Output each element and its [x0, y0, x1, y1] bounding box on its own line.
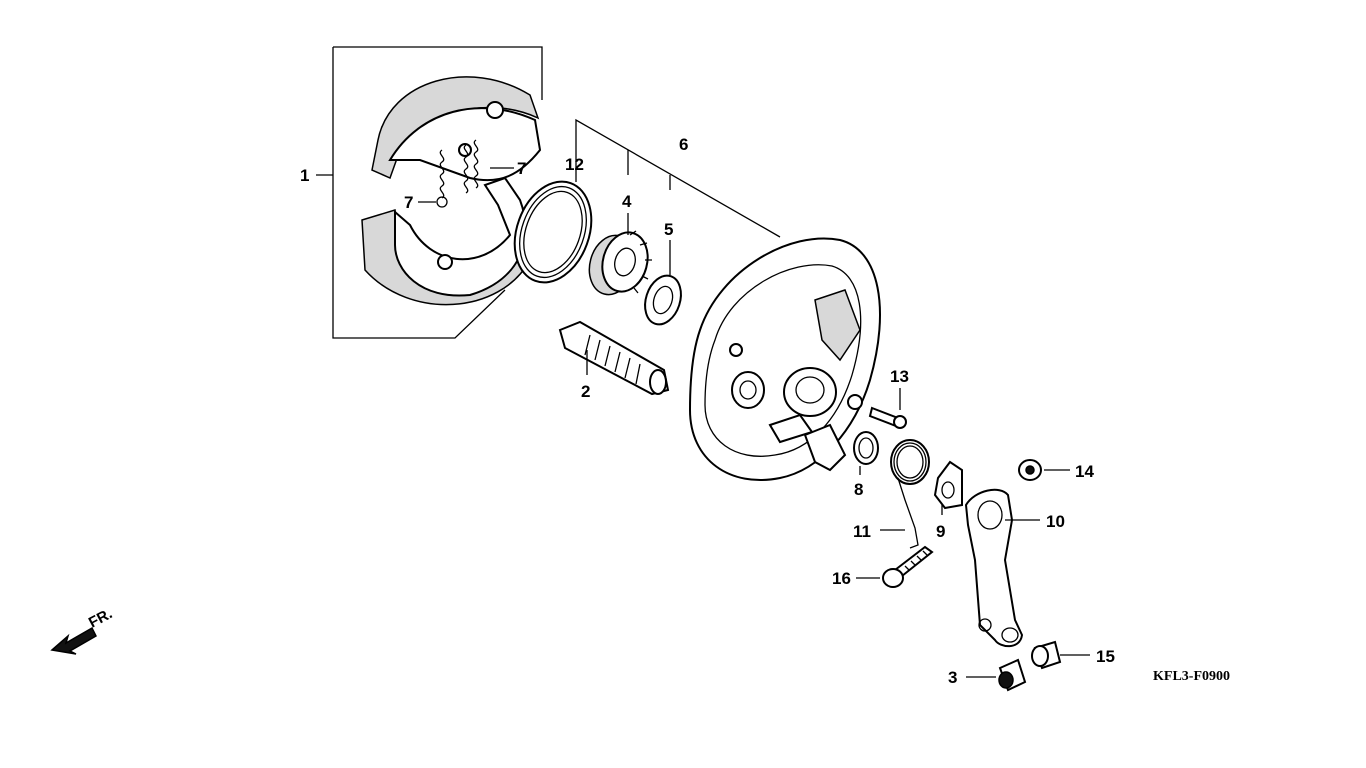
o-ring-8[interactable] [853, 431, 879, 465]
joint-pin-15[interactable] [1031, 640, 1062, 670]
callout-9: 9 [936, 522, 945, 541]
callout-6: 6 [679, 135, 688, 154]
front-direction-arrow-icon [50, 626, 97, 655]
leader-lines [418, 167, 1090, 678]
callout-14: 14 [1075, 462, 1094, 481]
diagram-code: KFL3-F0900 [1153, 669, 1230, 684]
nut-3[interactable] [998, 658, 1027, 692]
callout-12: 12 [565, 155, 584, 174]
callout-2: 2 [581, 382, 590, 401]
callout-16: 16 [832, 569, 851, 588]
screw-13[interactable] [868, 406, 907, 429]
indicator-plate-9[interactable] [933, 460, 963, 510]
callout-8: 8 [854, 480, 863, 499]
callout-3: 3 [948, 668, 957, 687]
dust-seal[interactable] [501, 171, 604, 293]
brake-shoe-upper[interactable] [371, 76, 542, 182]
brake-shoe-lower[interactable] [361, 176, 531, 306]
callout-5: 5 [664, 220, 673, 239]
callout-4: 4 [622, 192, 632, 211]
bolt-16[interactable] [882, 545, 934, 588]
return-spring-left[interactable] [436, 149, 448, 208]
panel-group-bracket [575, 118, 781, 238]
callout-1: 1 [300, 166, 309, 185]
brake-shoe-group-bracket [316, 46, 543, 339]
callout-7-left: 7 [404, 193, 413, 212]
brake-arm-10[interactable] [964, 488, 1024, 648]
front-direction-label: FR. [86, 605, 115, 631]
callout-13: 13 [890, 367, 909, 386]
callout-10: 10 [1046, 512, 1065, 531]
wear-indicator-gear[interactable] [583, 227, 654, 299]
nut-14[interactable] [1018, 459, 1042, 481]
callout-7-right: 7 [517, 159, 526, 178]
brake-panel[interactable] [688, 237, 881, 481]
callout-11: 11 [853, 522, 871, 541]
felt-seal-washer[interactable] [639, 271, 687, 329]
callout-15: 15 [1096, 647, 1115, 666]
return-spring-11[interactable] [890, 439, 930, 549]
brake-cam-shaft[interactable] [558, 320, 670, 396]
return-spring-right[interactable] [463, 139, 479, 194]
